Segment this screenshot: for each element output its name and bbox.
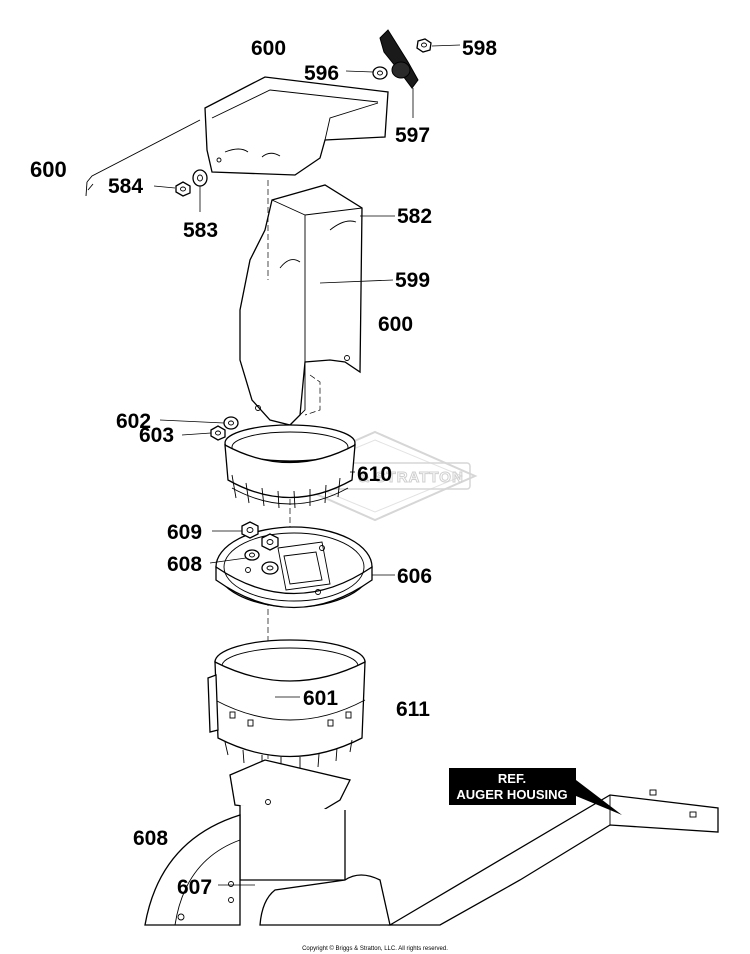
auger-housing	[144, 759, 719, 926]
mounting-plate	[215, 526, 373, 609]
chute-base-ring	[224, 424, 356, 509]
ref-auger-housing-box: REF. AUGER HOUSING	[449, 768, 622, 815]
leader-lines	[153, 44, 461, 886]
callout-610: 610	[357, 463, 392, 486]
plate-nuts	[241, 521, 279, 575]
tilt-control-rod	[85, 119, 201, 197]
callout-599: 599	[395, 269, 430, 292]
callout-603: 603	[139, 424, 174, 447]
callout-597: 597	[395, 124, 430, 147]
ref-box-line2: AUGER HOUSING	[456, 787, 567, 802]
callout-609: 609	[167, 521, 202, 544]
callout-584: 584	[108, 175, 143, 198]
callout-598: 598	[462, 37, 497, 60]
chute-deflector	[204, 76, 389, 176]
upper-chute	[239, 184, 363, 426]
ref-box-line1: REF.	[498, 771, 526, 786]
callout-608-mid: 608	[167, 553, 202, 576]
callout-608-low: 608	[133, 827, 168, 850]
callout-611: 611	[396, 698, 430, 721]
callout-601: 601	[303, 687, 338, 710]
callout-600-left: 600	[30, 157, 67, 182]
callout-602: 602	[116, 410, 151, 433]
callout-600-top: 600	[251, 37, 286, 60]
callout-607: 607	[177, 876, 212, 899]
callout-606: 606	[397, 565, 432, 588]
callout-600-right: 600	[378, 313, 413, 336]
callout-596: 596	[304, 62, 339, 85]
callout-582: 582	[397, 205, 432, 228]
copyright-notice: Copyright © Briggs & Stratton, LLC. All …	[302, 945, 448, 952]
lower-ring	[207, 639, 366, 770]
callout-583: 583	[183, 219, 218, 242]
hardware-top	[175, 29, 432, 441]
callout-labels: 600 596 598 597 600 584 583 582 599 600 …	[30, 37, 497, 899]
